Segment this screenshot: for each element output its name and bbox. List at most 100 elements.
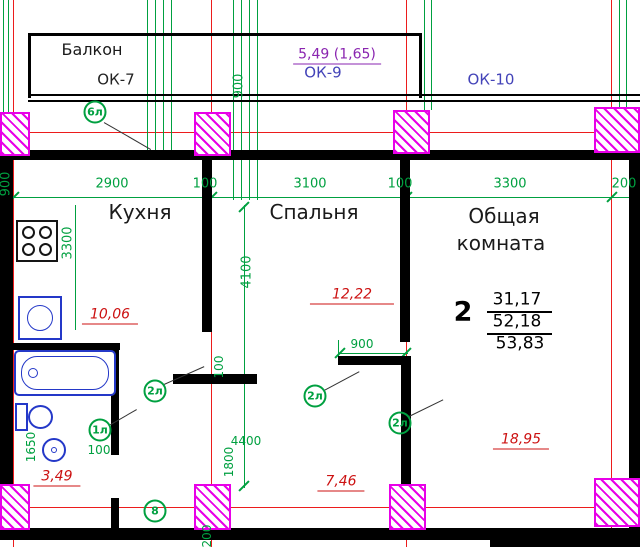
door-marker-1l: 1л xyxy=(88,418,112,442)
dim-top-3100: 3100 xyxy=(293,176,327,192)
dim-top-200: 200 xyxy=(611,176,637,192)
wall-section-filled xyxy=(490,531,640,547)
dimension-line xyxy=(338,353,408,354)
apartment-living-area: 31,17 xyxy=(492,289,542,310)
balcony-area-label: 5,49 (1,65) xyxy=(293,48,381,65)
dimension-line xyxy=(424,0,425,110)
room-label-balcony: Балкон xyxy=(61,40,123,59)
wall-bathroom-right xyxy=(111,498,119,528)
leader-line xyxy=(323,371,360,392)
column-hatched xyxy=(594,107,640,153)
dim-door-900: 900 xyxy=(350,337,374,351)
wall-exterior-bottom xyxy=(0,528,640,540)
apartment-usable-area: 52,18 xyxy=(492,311,542,332)
column-hatched xyxy=(594,478,640,527)
area-bedroom: 12,22 xyxy=(309,288,395,305)
toilet-tank-icon xyxy=(15,403,28,431)
bathtub-icon xyxy=(14,350,116,396)
bathtub-inner-icon xyxy=(21,356,109,390)
toilet-bowl-icon xyxy=(28,405,53,429)
dimension-line xyxy=(619,0,620,108)
area-hall: 7,46 xyxy=(317,475,365,492)
grid-axis-line xyxy=(0,132,640,133)
axis-marker-6l: 6л xyxy=(83,100,107,124)
dim-kitchen-3300: 3300 xyxy=(60,226,76,260)
area-bathroom: 3,49 xyxy=(33,470,81,487)
dimension-line xyxy=(431,0,432,110)
dim-top-100b: 100 xyxy=(387,176,413,192)
stove-burner-icon xyxy=(22,243,35,256)
stove-burner-icon xyxy=(39,226,52,239)
dimension-line xyxy=(244,205,245,488)
dimension-line xyxy=(3,0,4,112)
dimension-line xyxy=(163,0,164,158)
door-marker-2l: 2л xyxy=(143,379,167,403)
dim-wall-100: 100 xyxy=(212,355,226,379)
dimension-line xyxy=(75,205,76,330)
wall-balcony-left xyxy=(28,33,31,98)
room-label-living-1: Общая xyxy=(468,204,540,228)
area-kitchen: 10,06 xyxy=(81,308,139,325)
dimension-line xyxy=(8,0,9,112)
dim-bath-100: 100 xyxy=(87,443,111,457)
wall-balcony-right xyxy=(419,33,422,98)
wall-bathroom-top xyxy=(0,343,120,350)
dim-bedroom-4100: 4100 xyxy=(239,255,255,289)
dimension-line xyxy=(155,0,156,158)
window-sill-line xyxy=(28,94,640,96)
dimension-line xyxy=(338,340,339,360)
dim-bottom-200: 200 xyxy=(200,524,214,547)
washbasin-drain-icon xyxy=(51,447,57,453)
grid-axis-line xyxy=(0,507,640,508)
column-hatched xyxy=(194,484,231,530)
wall-kitchen-bedroom-end xyxy=(173,374,257,384)
dim-top-3300: 3300 xyxy=(493,176,527,192)
grid-axis-line xyxy=(13,0,14,547)
window-label-ok7: ОК-7 xyxy=(97,70,135,89)
apartment-total-area: 53,83 xyxy=(495,333,545,354)
window-sill-line xyxy=(28,100,640,102)
wall-exterior-top xyxy=(0,150,640,160)
grid-axis-line xyxy=(611,0,612,547)
dim-top-2900: 2900 xyxy=(95,176,129,192)
apartment-number: 2 xyxy=(453,296,473,328)
wall-bathroom-right xyxy=(111,343,119,455)
door-marker-2l: 2л xyxy=(303,384,327,408)
wall-living-hall xyxy=(338,356,411,365)
wall-exterior-right xyxy=(629,150,640,540)
column-hatched xyxy=(0,484,30,530)
room-label-kitchen: Кухня xyxy=(108,200,172,224)
window-label-ok9: ОК-9 xyxy=(304,63,342,82)
column-hatched xyxy=(389,484,426,530)
leader-line xyxy=(103,122,152,151)
area-living: 18,95 xyxy=(492,433,550,450)
washbasin-icon xyxy=(42,438,66,462)
wall-balcony-top xyxy=(28,33,422,36)
fraction-line xyxy=(487,311,552,313)
leader-line xyxy=(408,399,444,418)
wall-kitchen-bedroom xyxy=(202,158,212,332)
room-label-living-2: комната xyxy=(456,231,546,255)
room-label-bedroom: Спальня xyxy=(269,200,359,224)
kitchen-sink-icon xyxy=(18,296,62,340)
wall-bedroom-living xyxy=(400,158,410,342)
sink-basin-icon xyxy=(27,305,53,331)
column-hatched xyxy=(393,110,430,154)
dim-top-100: 100 xyxy=(192,176,218,192)
fraction-line xyxy=(487,333,552,335)
dimension-line xyxy=(10,197,630,198)
dimension-line xyxy=(171,0,172,158)
dim-left-900: 900 xyxy=(0,171,14,197)
column-hatched xyxy=(194,112,231,156)
stove-icon xyxy=(16,220,58,262)
dimension-line xyxy=(147,0,148,158)
door-marker-2l: 2л xyxy=(388,411,412,435)
dim-bath-1650: 1650 xyxy=(24,431,38,463)
dim-hall-4400: 4400 xyxy=(230,434,262,448)
stove-burner-icon xyxy=(39,243,52,256)
dim-hall-1800: 1800 xyxy=(222,446,236,478)
window-label-ok10: ОК-10 xyxy=(467,70,515,89)
axis-marker-8: 8 xyxy=(143,499,167,523)
wall-living-hall-vert xyxy=(401,356,411,530)
